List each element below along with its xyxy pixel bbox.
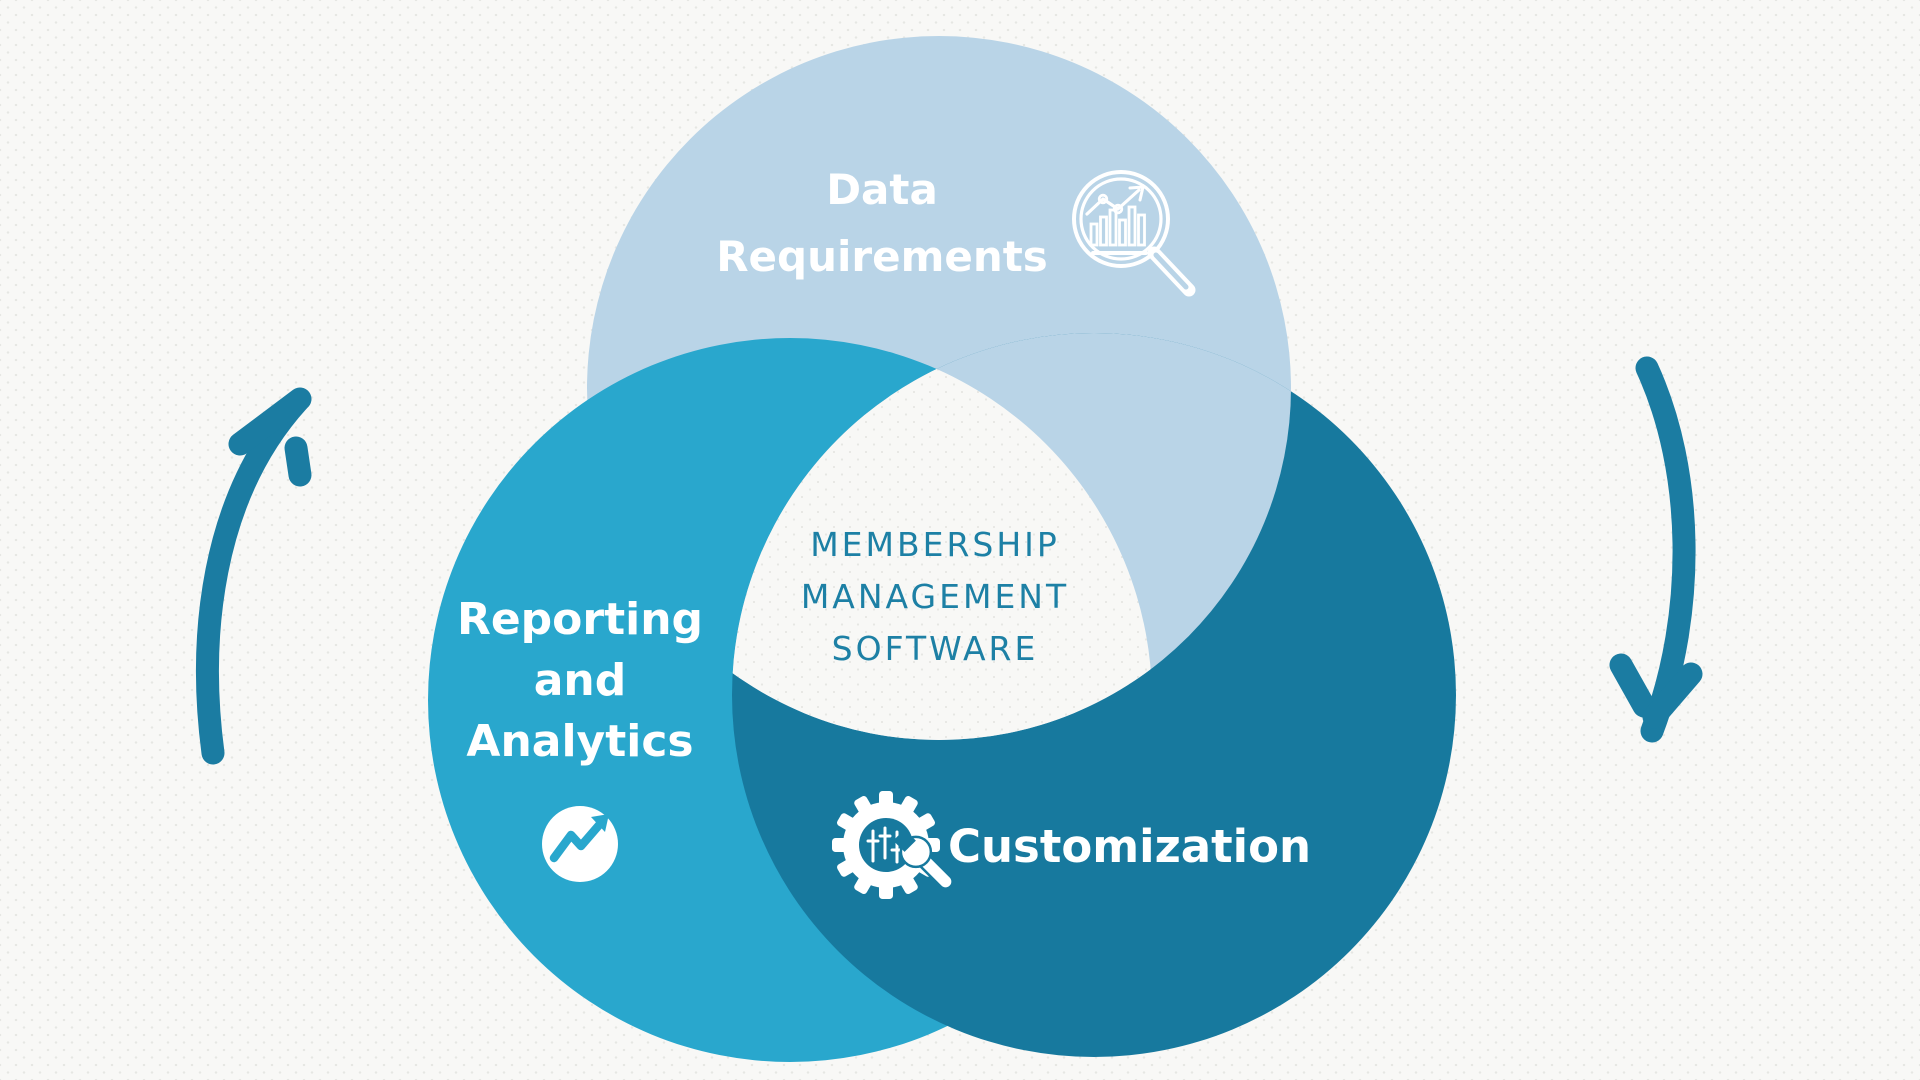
- label-customization: Customization: [948, 818, 1398, 876]
- magnifier-chart-icon: [1072, 170, 1196, 297]
- label-line: Customization: [948, 820, 1312, 873]
- label-line: and: [533, 655, 627, 706]
- left-cycle-arrow: [196, 387, 312, 765]
- label-line: Requirements: [716, 232, 1048, 281]
- label-line: Reporting: [456, 594, 704, 645]
- center-label: MEMBERSHIP MANAGEMENT SOFTWARE: [685, 519, 1185, 675]
- center-label-line: SOFTWARE: [831, 629, 1039, 668]
- label-reporting-analytics: Reporting and Analytics: [330, 589, 830, 772]
- label-line: Analytics: [466, 716, 694, 767]
- trending-up-icon: [542, 806, 618, 882]
- slider-glyphs: [866, 826, 904, 864]
- label-line: Data: [826, 165, 938, 214]
- center-label-line: MEMBERSHIP: [810, 525, 1060, 564]
- label-data-requirements: Data Requirements: [632, 156, 1132, 290]
- gear-wrench-icon: [832, 791, 954, 899]
- center-label-line: MANAGEMENT: [800, 577, 1070, 616]
- right-cycle-arrow: [1609, 356, 1703, 743]
- venn-center-region: [732, 338, 1152, 740]
- wrench-glyph: [893, 829, 954, 890]
